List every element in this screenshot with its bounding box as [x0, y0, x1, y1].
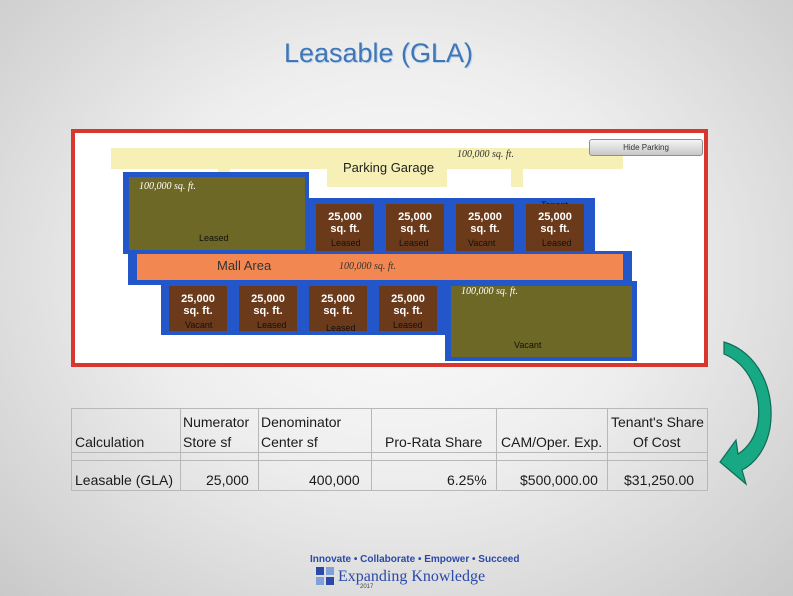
lower-unit-status: Vacant	[185, 320, 213, 330]
lower-unit-sqft: sq. ft.	[183, 305, 213, 317]
calculation-table: Calculation Numerator Store sf Denominat…	[71, 408, 708, 491]
lower-anchor-sqft: 100,000 sq. ft.	[461, 286, 518, 297]
table-rule	[71, 408, 72, 491]
floor-plan: Parking Garage 100,000 sq. ft. Hide Park…	[71, 129, 708, 367]
logo-year: 2017	[360, 584, 374, 590]
slide-title: Leasable (GLA)	[283, 38, 474, 68]
header-pro-rata: Pro-Rata Share	[385, 434, 483, 450]
upper-unit-size: 25,000	[538, 211, 572, 223]
row-center-sf: 400,000	[309, 472, 360, 488]
header-denominator: Denominator	[261, 414, 342, 430]
lower-unit-size: 25,000	[251, 293, 285, 305]
lower-unit	[169, 286, 227, 331]
upper-unit-sqft: sq. ft.	[400, 223, 430, 235]
upper-unit	[526, 204, 584, 251]
parking-garage-label: Parking Garage	[343, 160, 435, 175]
upper-unit-sqft: sq. ft.	[470, 223, 500, 235]
upper-unit-size: 25,000	[468, 211, 502, 223]
row-store-sf: 25,000	[206, 472, 249, 488]
row-calculation: Leasable (GLA)	[75, 472, 174, 488]
upper-unit-sqft: sq. ft.	[330, 223, 360, 235]
curved-arrow-icon	[719, 341, 772, 486]
lower-unit-status: Leased	[326, 323, 356, 333]
upper-unit	[316, 204, 374, 251]
lower-unit-status: Leased	[257, 320, 287, 330]
header-cam: CAM/Oper. Exp.	[501, 434, 603, 450]
header-tenant-share: Tenant's Share	[611, 414, 704, 430]
upper-unit-status: Leased	[331, 238, 361, 248]
table-rule	[180, 408, 181, 491]
logo-wordmark: Expanding Knowledge	[338, 568, 486, 585]
header-store-sf: Store sf	[183, 434, 232, 450]
header-calculation: Calculation	[75, 434, 145, 450]
logo-tagline: Innovate • Collaborate • Empower • Succe…	[310, 554, 520, 565]
row-cam: $500,000.00	[520, 472, 598, 488]
lower-unit-sqft: sq. ft.	[253, 305, 283, 317]
hide-parking-button[interactable]: Hide Parking	[589, 139, 703, 156]
header-numerator: Numerator	[183, 414, 250, 430]
upper-unit	[456, 204, 514, 251]
lower-unit	[379, 286, 437, 331]
mall-area-label: Mall Area	[217, 258, 272, 273]
lower-unit-size: 25,000	[391, 293, 425, 305]
table-rule	[258, 408, 259, 491]
header-center-sf: Center sf	[261, 434, 318, 450]
mall-area	[137, 254, 623, 280]
header-of-cost: Of Cost	[633, 434, 681, 450]
upper-unit-status: Vacant	[468, 238, 496, 248]
lower-unit-sqft: sq. ft.	[393, 305, 423, 317]
upper-anchor-sqft: 100,000 sq. ft.	[139, 181, 196, 192]
lower-unit-sqft: sq. ft.	[323, 305, 353, 317]
table-rule	[71, 490, 708, 491]
table-rule	[496, 408, 497, 491]
lower-unit-size: 25,000	[321, 293, 355, 305]
lower-anchor-store	[451, 286, 632, 357]
lower-unit-size: 25,000	[181, 293, 215, 305]
upper-anchor-store	[129, 177, 305, 250]
upper-anchor-status: Leased	[199, 233, 229, 243]
upper-unit	[386, 204, 444, 251]
parking-sqft: 100,000 sq. ft.	[457, 149, 514, 160]
upper-unit-size: 25,000	[328, 211, 362, 223]
parking-garage-box	[327, 155, 447, 187]
upper-unit-status: Leased	[542, 238, 572, 248]
table-rule	[71, 408, 708, 409]
lower-anchor-status: Vacant	[514, 340, 542, 350]
logo-mark-icon	[316, 567, 334, 585]
upper-unit-size: 25,000	[398, 211, 432, 223]
mall-sqft: 100,000 sq. ft.	[339, 261, 396, 272]
upper-unit-sqft: sq. ft.	[540, 223, 570, 235]
table-rule	[371, 408, 372, 491]
table-rule	[707, 408, 708, 491]
lower-unit	[309, 286, 367, 331]
table-rule	[71, 452, 708, 453]
conference-logo: Innovate • Collaborate • Empower • Succe…	[310, 554, 519, 590]
lower-unit-status: Leased	[393, 320, 423, 330]
table-rule	[71, 460, 708, 461]
table-rule	[607, 408, 608, 491]
upper-unit-status: Leased	[399, 238, 429, 248]
row-pro-rata: 6.25%	[447, 472, 487, 488]
parking-garage-column	[511, 169, 523, 187]
lower-unit	[239, 286, 297, 331]
row-tenant-share: $31,250.00	[624, 472, 695, 488]
